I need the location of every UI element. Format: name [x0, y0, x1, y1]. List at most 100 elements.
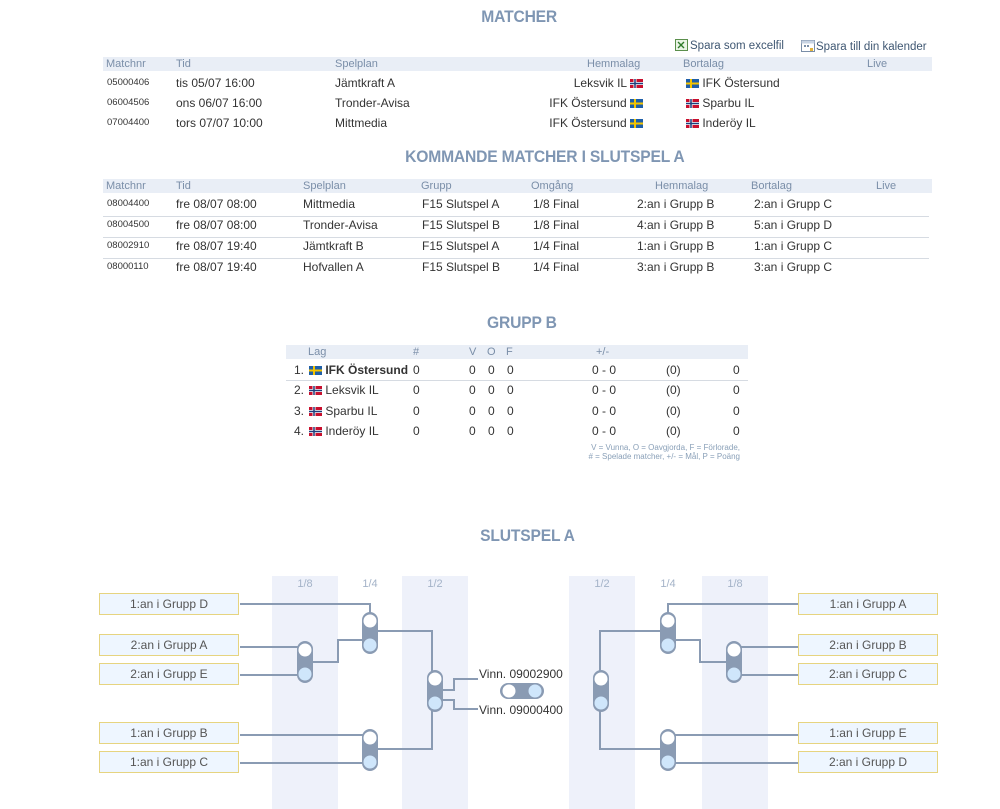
legend-line-2: # = Spelade matcher, +/- = Mål, P = Poän… [588, 452, 740, 461]
match-node-left-1-2[interactable] [426, 669, 444, 713]
bracket-team-box[interactable]: 2:an i Grupp A [99, 634, 239, 656]
match-group[interactable]: F15 Slutspel A [422, 197, 500, 211]
bracket-team-box[interactable]: 1:an i Grupp B [99, 722, 239, 744]
match-venue[interactable]: Tronder-Avisa [303, 218, 378, 232]
match-node-left-1-4-top[interactable] [361, 611, 379, 655]
bracket-team-box[interactable]: 1:an i Grupp E [798, 722, 938, 744]
calendar-export-link[interactable]: Spara till din kalender [801, 39, 927, 54]
match-group[interactable]: F15 Slutspel B [422, 260, 501, 274]
row-separator [286, 380, 748, 381]
calendar-icon [801, 39, 815, 52]
match-node-right-1-4-top[interactable] [659, 611, 677, 655]
standing-position: 2. [294, 383, 305, 397]
excel-icon [675, 39, 688, 51]
home-team[interactable]: IFK Östersund [549, 116, 643, 130]
match-venue[interactable]: Mittmedia [303, 197, 356, 211]
round-column-right-1-8 [702, 576, 768, 809]
away-team[interactable]: IFK Östersund [686, 76, 780, 90]
bracket-team-box[interactable]: 1:an i Grupp A [798, 593, 938, 615]
col-played: # [413, 346, 420, 358]
norway-flag-icon [686, 119, 699, 128]
excel-export-link[interactable]: Spara som excelfil [675, 39, 784, 53]
standing-team[interactable]: Inderöy IL [309, 424, 379, 438]
bracket-team-box[interactable]: 2:an i Grupp E [99, 663, 239, 685]
away-team: 5:an i Grupp D [754, 218, 833, 232]
col-matchnr: Matchnr [106, 58, 146, 70]
match-node-right-1-8[interactable] [725, 640, 743, 684]
match-round: 1/4 Final [533, 239, 580, 253]
norway-flag-icon [686, 99, 699, 108]
home-team[interactable]: IFK Östersund [549, 96, 643, 110]
standing-losses: 0 [507, 404, 514, 418]
standing-draws: 0 [488, 424, 495, 438]
sweden-flag-icon [309, 366, 322, 375]
col-omgang: Omgång [531, 180, 574, 192]
match-node-final[interactable] [499, 682, 545, 700]
home-team: 4:an i Grupp B [637, 218, 715, 232]
match-group[interactable]: F15 Slutspel B [422, 218, 501, 232]
standing-team[interactable]: IFK Östersund [309, 363, 408, 377]
sweden-flag-icon [630, 99, 643, 108]
away-team-name: IFK Östersund [702, 76, 780, 90]
standing-points: 0 [733, 383, 740, 397]
bracket-team-box[interactable]: 2:an i Grupp D [798, 751, 938, 773]
match-group[interactable]: F15 Slutspel A [422, 239, 500, 253]
standing-goal-diff: (0) [666, 383, 681, 397]
match-number: 08004400 [107, 198, 150, 209]
match-venue[interactable]: Tronder-Avisa [335, 96, 410, 110]
bracket-team-box[interactable]: 2:an i Grupp C [798, 663, 938, 685]
kommande-title: KOMMANDE MATCHER I SLUTSPEL A [405, 147, 685, 166]
away-team: 2:an i Grupp C [754, 197, 833, 211]
match-venue[interactable]: Mittmedia [335, 116, 388, 130]
home-team: 1:an i Grupp B [637, 239, 715, 253]
standing-goals: 0 - 0 [592, 363, 617, 377]
match-venue[interactable]: Jämtkraft A [335, 76, 396, 90]
bracket-team-box[interactable]: 1:an i Grupp C [99, 751, 239, 773]
match-node-right-1-4-bottom[interactable] [659, 728, 677, 772]
row-separator [103, 237, 929, 238]
standing-team[interactable]: Leksvik IL [309, 383, 379, 397]
col-hemmalag: Hemmalag [587, 58, 641, 70]
bracket-team-box[interactable]: 1:an i Grupp D [99, 593, 239, 615]
round-label-left-1-4: 1/4 [362, 578, 378, 590]
standing-team[interactable]: Sparbu IL [309, 404, 377, 418]
kommande-header-row: Matchnr Tid Spelplan Grupp Omgång Hemmal… [103, 179, 932, 193]
matcher-header-row: Matchnr Tid Spelplan Hemmalag Bortalag L… [103, 57, 932, 71]
col-bortalag: Bortalag [751, 180, 792, 192]
match-venue[interactable]: Jämtkraft B [303, 239, 364, 253]
bracket-team-box[interactable]: 2:an i Grupp B [798, 634, 938, 656]
away-team-name: Inderöy IL [702, 116, 756, 130]
col-v: V [469, 346, 477, 358]
home-team-name: Leksvik IL [573, 76, 627, 90]
standing-position: 1. [294, 363, 305, 377]
match-time: tors 07/07 10:00 [176, 116, 263, 130]
match-node-left-1-4-bottom[interactable] [361, 728, 379, 772]
col-spelplan: Spelplan [303, 180, 346, 192]
row-separator [103, 216, 929, 217]
standing-draws: 0 [488, 404, 495, 418]
standing-points: 0 [733, 363, 740, 377]
match-time: fre 08/07 19:40 [176, 239, 257, 253]
norway-flag-icon [309, 407, 322, 416]
col-diff: +/- [596, 346, 610, 358]
match-node-right-1-2[interactable] [592, 669, 610, 713]
legend-line-1: V = Vunna, O = Oavgjorda, F = Förlorade, [591, 443, 740, 452]
standing-played: 0 [413, 363, 420, 377]
col-grupp: Grupp [421, 180, 452, 192]
standing-wins: 0 [469, 404, 476, 418]
away-team[interactable]: Inderöy IL [686, 116, 756, 130]
standing-draws: 0 [488, 363, 495, 377]
away-team[interactable]: Sparbu IL [686, 96, 754, 110]
col-hemmalag: Hemmalag [655, 180, 709, 192]
away-team-name: Sparbu IL [702, 96, 755, 110]
standing-goals: 0 - 0 [592, 424, 617, 438]
matcher-title: MATCHER [481, 7, 558, 26]
match-venue[interactable]: Hofvallen A [303, 260, 364, 274]
home-team[interactable]: Leksvik IL [574, 76, 643, 90]
grupp-legend: V = Vunna, O = Oavgjorda, F = Förlorade,… [480, 443, 740, 461]
away-team: 3:an i Grupp C [754, 260, 833, 274]
match-time: fre 08/07 08:00 [176, 218, 257, 232]
match-node-left-1-8[interactable] [296, 640, 314, 684]
standing-team-name: IFK Östersund [325, 363, 409, 377]
match-number: 05000406 [107, 77, 150, 88]
